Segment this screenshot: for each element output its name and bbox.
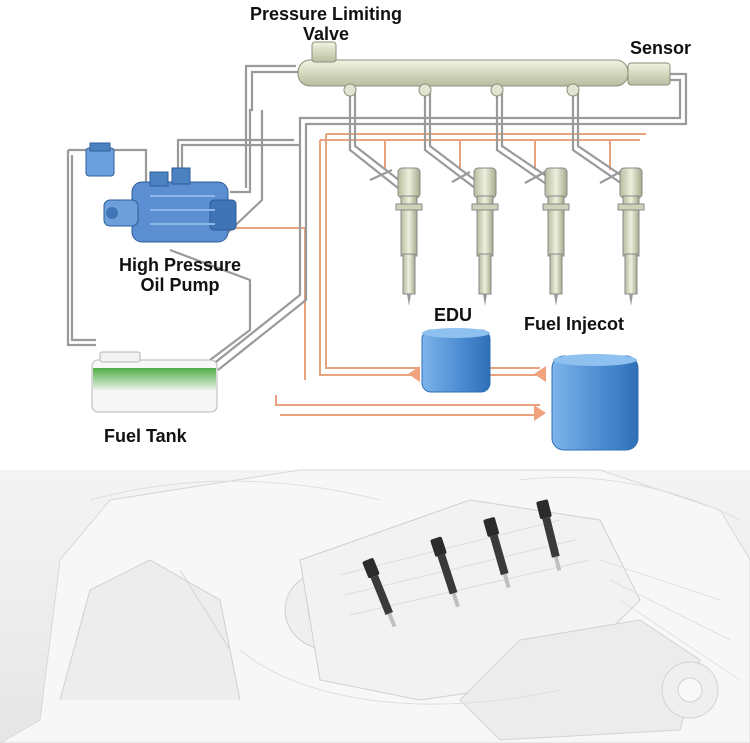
pump-label: High Pressure Oil Pump <box>100 255 260 295</box>
pump-label-line1: High Pressure <box>118 255 242 275</box>
fuel-injectors <box>395 167 645 306</box>
fuel-pipes <box>66 64 688 371</box>
arrow-to-edu <box>408 366 420 382</box>
edu-label: EDU <box>434 305 473 325</box>
common-rail <box>297 41 671 97</box>
edu-unit <box>421 328 491 393</box>
sensor-body <box>627 62 671 86</box>
engine-bay-illustration <box>0 469 750 743</box>
pump-label-line2: Oil Pump <box>140 275 220 295</box>
injector-label: Fuel Injecot <box>524 314 625 334</box>
high-pressure-pump <box>85 142 237 243</box>
injector-2 <box>471 167 499 306</box>
injector-3 <box>542 167 570 306</box>
ecu-unit <box>551 354 639 451</box>
injector-4 <box>617 167 645 306</box>
pressure-valve-label-line2: Valve <box>302 24 350 44</box>
pressure-valve-label-line1: Pressure Limiting <box>249 4 403 24</box>
signal-wires <box>235 133 646 416</box>
arrow-to-ecu <box>534 366 546 382</box>
sensor-label: Sensor <box>630 38 692 58</box>
arrow-from-ecu <box>534 405 546 421</box>
fuel-tank <box>91 351 218 413</box>
tank-label: Fuel Tank <box>104 426 187 446</box>
pressure-valve-label: Pressure Limiting Valve <box>236 4 416 44</box>
pressure-valve-body <box>311 41 337 63</box>
injector-1 <box>395 167 423 306</box>
engine-injectors <box>362 499 562 628</box>
